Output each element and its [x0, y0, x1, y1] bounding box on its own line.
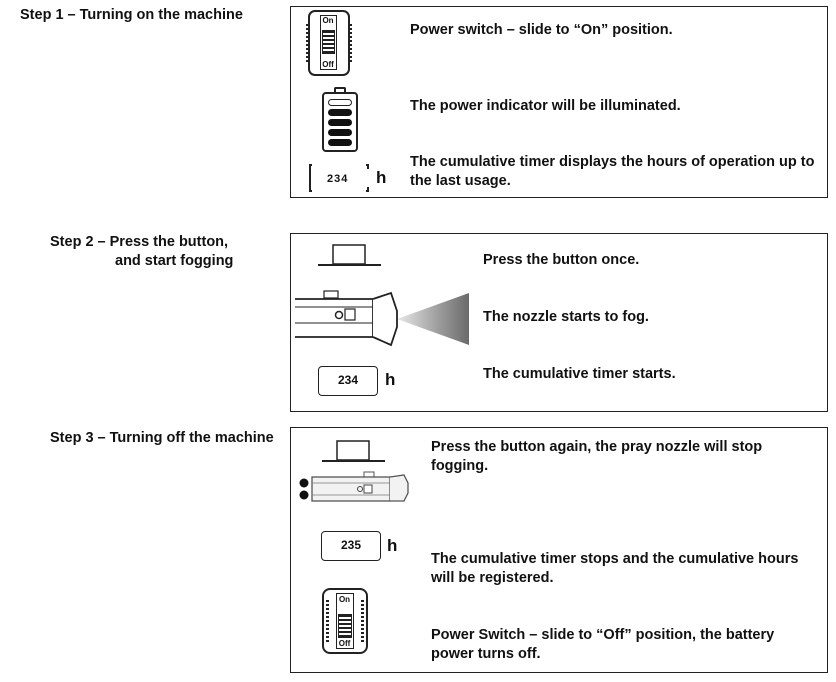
step1-label: Step 1 – Turning on the machine — [20, 7, 243, 23]
timer-display: 234 — [318, 366, 378, 396]
switch-on-label: On — [338, 595, 351, 604]
fogger-stopped-icon — [299, 471, 409, 502]
step3-box: 235 h On Off Press the button again, the… — [290, 427, 828, 673]
lcd-timer-unit: h — [376, 168, 387, 187]
step3-instruction-1: Press the button again, the pray nozzle … — [431, 439, 763, 474]
switch-slider — [322, 30, 335, 54]
switch-on-label: On — [322, 16, 334, 25]
battery-indicator-icon — [322, 87, 358, 153]
lcd-timer-value: 234 — [327, 173, 349, 185]
step1-instruction-1: Power switch – slide to “On” position. — [410, 22, 673, 38]
step1-box: On Off 234 h Power switch – slide to “On… — [290, 6, 828, 198]
step2-box: 234 h Press the button once. The nozzle … — [290, 233, 828, 412]
step2-instruction-2: The nozzle starts to fog. — [483, 309, 649, 325]
timer-display: 235 — [321, 531, 381, 561]
step2-label-line2: and start fogging — [115, 253, 234, 269]
fog-spray — [397, 293, 469, 345]
step2-label-line1: Step 2 – Press the button, — [50, 234, 229, 250]
switch-off-label: Off — [338, 639, 351, 648]
step1-instruction-2: The power indicator will be illuminated. — [410, 98, 681, 114]
step3-instruction-2: The cumulative timer stops and the cumul… — [431, 551, 799, 586]
step1-instruction-3: The cumulative timer displays the hours … — [410, 154, 815, 189]
fogger-nozzle-icon — [295, 290, 469, 347]
switch-slider — [338, 614, 352, 638]
power-switch-off-icon: On Off — [322, 588, 368, 654]
push-button-icon — [318, 244, 381, 266]
push-button-icon — [322, 440, 385, 462]
switch-off-label: Off — [322, 60, 334, 69]
step3-label: Step 3 – Turning off the machine — [50, 430, 274, 446]
step2-instruction-1: Press the button once. — [483, 252, 640, 268]
timer-unit: h — [387, 536, 398, 555]
lcd-timer-icon — [309, 164, 369, 192]
timer-unit: h — [385, 370, 396, 389]
step3-instruction-3: Power Switch – slide to “Off” position, … — [431, 627, 775, 662]
power-switch-on-icon: On Off — [306, 10, 352, 76]
step2-instruction-3: The cumulative timer starts. — [483, 366, 676, 382]
